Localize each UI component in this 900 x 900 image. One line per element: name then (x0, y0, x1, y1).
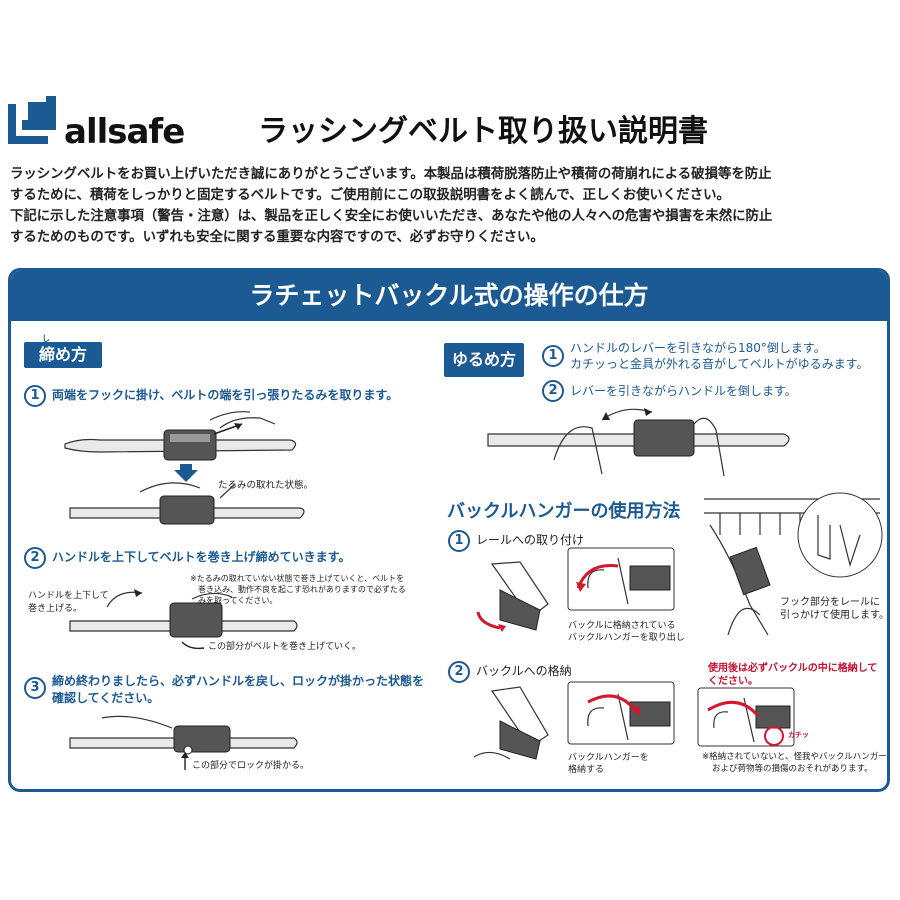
panel-header (11, 271, 887, 321)
caution-line-1: ※たるみの取れていない状態で巻き上げていくと、ベルトを (190, 574, 405, 583)
loosen-step-1-line-1: ハンドルのレバーを引きながら180°倒します。 (570, 341, 826, 355)
belt-slack-illustration (64, 411, 305, 525)
hanger-step-number-2: 2 (448, 661, 470, 683)
loosen-step-1-line-2: カチッっと金具が外れる音がしてベルトがゆるみます。 (570, 357, 869, 371)
allsafe-logo-icon (8, 96, 56, 144)
caption-hook-2: 引っかけて使用します。 (780, 610, 889, 621)
caption-slack-removed: たるみの取れた状態。 (218, 480, 314, 491)
step-number-2: 2 (24, 547, 46, 569)
caption-store-2: 格納する (568, 765, 605, 775)
caption-hook-1: フック部分をレールに (780, 597, 880, 608)
intro-line-1: ラッシングベルトをお買い上げいただき誠にありがとうございます。本製品は積荷脱落防… (10, 167, 772, 182)
caption-handle-2: 巻き上げる。 (28, 604, 83, 614)
hanger-step-1: レールへの取り付け (476, 533, 585, 547)
hanger-removal-illustration (567, 547, 675, 611)
hanger-stored-illustration (697, 687, 795, 747)
caution-line-2: 巻き込み、動作不良を起こす恐れがありますので必ずたる (198, 585, 406, 594)
belt-locked-illustration (69, 715, 298, 755)
hanger-step-number-1: 1 (448, 530, 470, 552)
click-label: カチッ (788, 731, 809, 739)
loosen-illustration (487, 408, 790, 477)
belt-winding-illustration (69, 589, 298, 638)
caption-store-1: バックルハンガーを (568, 753, 649, 763)
intro-line-2: するために、積荷をしっかりと固定するベルトです。ご使用前にこの取扱説明書をよく読… (10, 188, 730, 203)
up-arrow-icon (181, 752, 189, 770)
caption-lock: この部分でロックが掛かる。 (192, 761, 310, 771)
brand-name: allsafe (64, 112, 185, 152)
caption-handle-1: ハンドルを上下して (28, 591, 109, 601)
pull-arrow-icon (213, 423, 243, 435)
document-title: ラッシングベルト取り扱い説明書 (258, 114, 708, 149)
footnote-1: ※格納されていないと、怪我やバックルハンガー (702, 752, 887, 762)
pointer-arrow-icon (181, 641, 205, 650)
store-warning-2: ください。 (708, 676, 758, 687)
buckle-open-illustration (476, 561, 549, 632)
intro-line-3: 下記に示した注意事項（警告・注意）は、製品を正しく安全にお使いいただき、あなたや… (10, 209, 773, 224)
hanger-step-2: バックルへの格納 (476, 664, 572, 678)
rail-mount-illustration (704, 492, 883, 636)
loosen-step-2: レバーを引きながらハンドルを倒します。 (570, 384, 797, 398)
caption-winding: この部分がベルトを巻き上げていく。 (208, 642, 362, 652)
footnote-2: および荷物等の損傷のおそれがあります。 (712, 764, 873, 774)
tighten-step-3-line-1: 締め終わりましたら、必ずハンドルを戻し、ロックが掛かった状態を (52, 674, 425, 688)
tighten-step-3-line-2: 確認してください。 (52, 691, 160, 705)
tighten-ruby: し (42, 334, 50, 343)
tighten-step-2: ハンドルを上下してベルトを巻き上げ締めていきます。 (52, 550, 351, 564)
panel-title: ラチェットバックル式の操作の仕方 (249, 281, 649, 310)
caption-remove-1: バックルに格納されている (568, 621, 676, 631)
store-warning-1: 使用後は必ずバックルの中に格納して (708, 663, 878, 674)
tighten-step-1: 両端をフックに掛け、ベルトの端を引っ張りたるみを取ります。 (52, 388, 399, 402)
intro-line-4: するためのものです。いずれも安全に関する重要な内容ですので、必ずお守りください。 (10, 230, 544, 245)
tighten-tag: 締め方 (24, 342, 102, 368)
caption-remove-2: バックルハンガーを取り出し (568, 633, 685, 643)
step-number-1: 1 (24, 385, 46, 407)
hanger-store-illustration (567, 681, 675, 745)
buckle-store-illustration (473, 686, 549, 760)
loosen-step-number-2: 2 (542, 380, 564, 402)
loosen-tag: ゆるめ方 (444, 343, 524, 377)
hanger-title: バックルハンガーの使用方法 (447, 501, 681, 522)
caution-line-3: みを取ってください。 (198, 596, 278, 605)
loosen-step-number-1: 1 (542, 345, 564, 367)
step-number-3: 3 (24, 677, 46, 699)
